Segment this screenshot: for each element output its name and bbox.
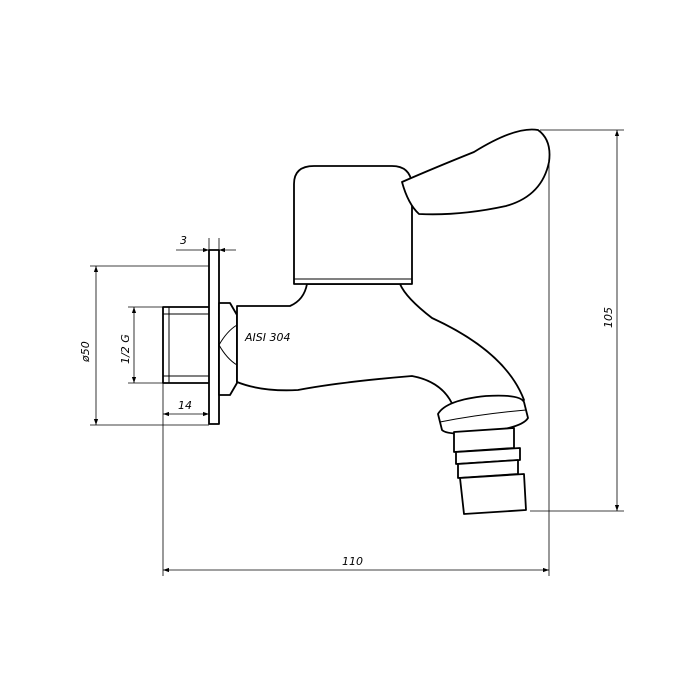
dim-thread: 1/2 G [119,306,163,384]
wall-flange [208,249,220,425]
dim-label-overall-height: 105 [602,307,615,328]
hex-nut [218,302,238,396]
lever-handle [401,128,551,216]
material-label: AISI 304 [244,331,291,344]
dim-overall-length: 110 [162,160,550,576]
spout-body [236,283,525,409]
dim-thread-length: 14 [162,383,209,420]
faucet-outline: AISI 304 [162,128,551,515]
dim-label-thread-length: 14 [178,399,192,412]
dimension-lines: 3 ø50 1/2 G 14 105 [79,129,624,576]
dim-label-overall-length: 110 [342,555,363,568]
cartridge-housing [293,165,413,285]
dim-flange-diameter: ø50 [79,265,209,426]
dim-label-flange-diameter: ø50 [79,341,92,363]
hose-connector [437,394,529,515]
dim-overall-height: 105 [530,129,624,512]
dim-label-thread: 1/2 G [119,334,132,364]
threaded-inlet [162,306,212,384]
dim-label-flange-thickness: 3 [180,234,187,247]
dim-flange-thickness: 3 [176,234,236,256]
